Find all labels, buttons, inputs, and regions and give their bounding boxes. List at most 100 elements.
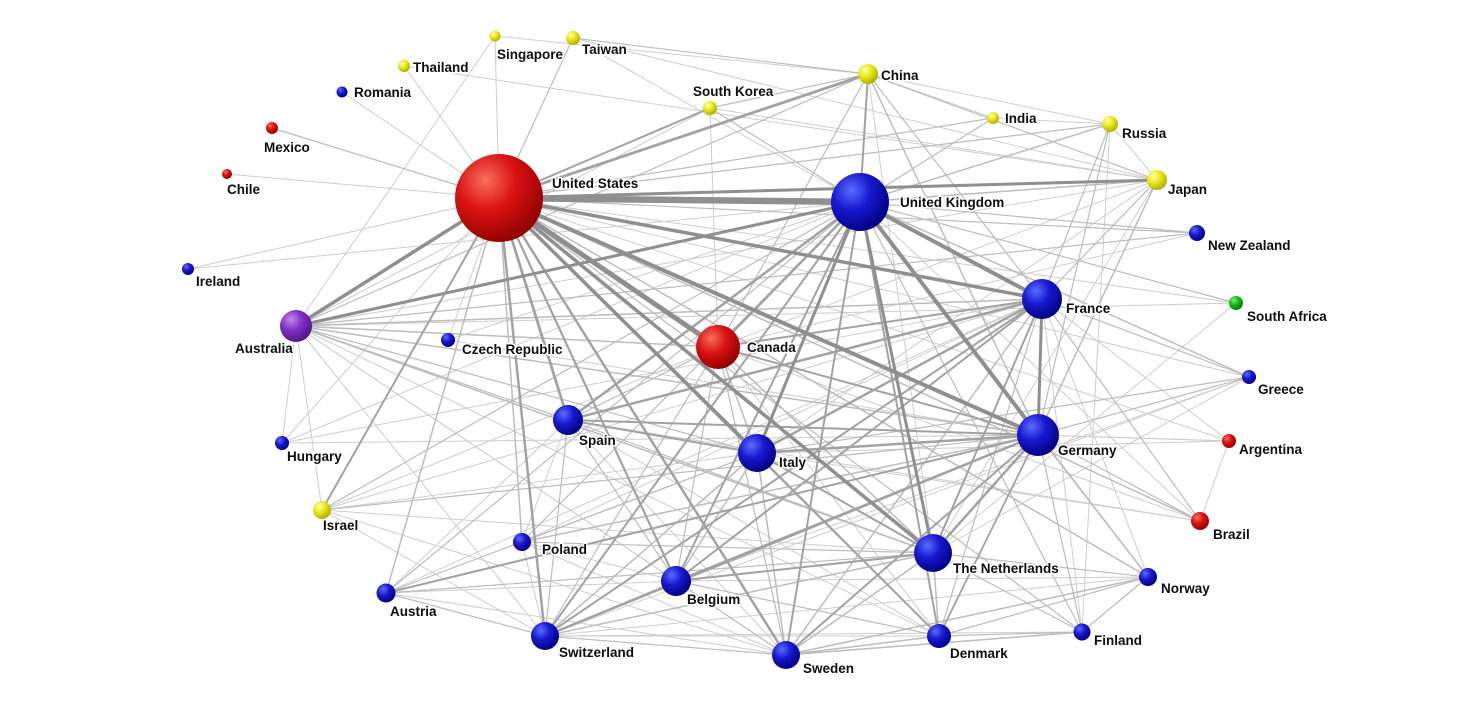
node-south-africa[interactable]: [1229, 296, 1243, 310]
node-taiwan[interactable]: [566, 31, 580, 45]
edge-china-singapore: [494, 35, 869, 75]
edge-united-kingdom-belgium: [675, 201, 861, 582]
edge-united-states-norway: [498, 197, 1149, 578]
edge-netherlands-austria: [385, 552, 934, 594]
node-belgium[interactable]: [661, 566, 691, 596]
edge-germany-canada: [717, 346, 1039, 436]
label-belgium: Belgium: [687, 592, 740, 607]
node-india[interactable]: [987, 112, 999, 124]
edge-germany-denmark: [938, 434, 1039, 637]
node-thailand[interactable]: [398, 60, 410, 72]
edge-sweden-poland: [521, 541, 787, 656]
label-hungary: Hungary: [287, 449, 342, 464]
edge-switzerland-finland: [544, 631, 1083, 637]
label-japan: Japan: [1168, 182, 1207, 197]
edge-spain-austria: [385, 419, 569, 594]
edge-germany-greece: [1037, 376, 1250, 436]
edge-belgium-austria: [385, 580, 677, 594]
node-czech-republic[interactable]: [441, 333, 455, 347]
edge-netherlands-finland: [932, 552, 1083, 633]
node-singapore[interactable]: [489, 30, 501, 42]
node-sweden[interactable]: [772, 641, 800, 669]
edge-canada-china: [717, 73, 869, 348]
node-united-kingdom[interactable]: [831, 173, 889, 231]
node-austria[interactable]: [376, 583, 396, 603]
edge-canada-switzerland: [544, 346, 719, 637]
edge-united-states-china: [498, 72, 869, 200]
label-norway: Norway: [1161, 581, 1210, 596]
edge-australia-new-zealand: [295, 232, 1198, 327]
node-australia[interactable]: [280, 310, 312, 342]
node-argentina[interactable]: [1222, 434, 1236, 448]
edge-united-kingdom-switzerland: [544, 201, 861, 637]
edge-canada-netherlands: [717, 346, 934, 554]
node-poland[interactable]: [513, 533, 531, 551]
edge-united-kingdom-israel: [321, 201, 861, 511]
edge-netherlands-sweden: [785, 552, 934, 656]
edge-italy-israel: [321, 452, 758, 511]
edge-germany-poland: [521, 434, 1039, 543]
node-united-states[interactable]: [455, 154, 543, 242]
edge-united-states-finland: [498, 197, 1083, 633]
edge-canada-brazil: [717, 346, 1201, 522]
node-spain[interactable]: [553, 405, 583, 435]
edge-united-states-belgium: [498, 197, 677, 582]
node-germany[interactable]: [1017, 414, 1059, 456]
label-austria: Austria: [390, 604, 437, 619]
label-italy: Italy: [779, 455, 807, 470]
node-new-zealand[interactable]: [1189, 225, 1205, 241]
node-brazil[interactable]: [1191, 512, 1209, 530]
edge-united-states-japan: [498, 178, 1158, 200]
node-romania[interactable]: [336, 86, 348, 98]
edge-france-argentina: [1041, 298, 1230, 442]
edge-china-south-korea: [709, 73, 869, 109]
edge-france-germany: [1036, 298, 1044, 436]
edge-russia-finland: [1081, 123, 1111, 633]
edge-germany-japan: [1037, 179, 1158, 436]
label-switzerland: Switzerland: [559, 645, 634, 660]
edge-canada-japan: [717, 179, 1158, 348]
node-mexico[interactable]: [266, 122, 278, 134]
node-greece[interactable]: [1242, 370, 1256, 384]
edge-sweden-israel: [321, 509, 787, 656]
node-italy[interactable]: [738, 434, 776, 472]
edge-switzerland-greece: [544, 376, 1250, 637]
node-switzerland[interactable]: [531, 622, 559, 650]
node-russia[interactable]: [1102, 116, 1118, 132]
edge-germany-switzerland: [544, 433, 1039, 638]
node-hungary[interactable]: [275, 436, 289, 450]
node-norway[interactable]: [1139, 568, 1157, 586]
edge-france-russia: [1041, 123, 1111, 300]
label-germany: Germany: [1058, 443, 1117, 458]
node-netherlands[interactable]: [914, 534, 952, 572]
edge-united-states-sweden: [497, 197, 788, 656]
edge-netherlands-china: [867, 73, 934, 554]
node-israel[interactable]: [313, 501, 331, 519]
node-denmark[interactable]: [927, 624, 951, 648]
node-ireland[interactable]: [182, 263, 194, 275]
label-south-africa: South Africa: [1247, 309, 1327, 324]
label-thailand: Thailand: [413, 60, 469, 75]
node-japan[interactable]: [1147, 170, 1167, 190]
edge-netherlands-south-africa: [932, 302, 1237, 554]
node-france[interactable]: [1022, 279, 1062, 319]
label-ireland: Ireland: [196, 274, 240, 289]
edge-united-kingdom-spain: [567, 200, 861, 422]
edge-france-switzerland: [544, 298, 1043, 637]
edge-united-kingdom-brazil: [859, 201, 1201, 522]
edge-canada-south-korea: [709, 107, 719, 348]
edge-spain-brazil: [567, 419, 1201, 522]
edge-germany-israel: [321, 434, 1039, 511]
node-china[interactable]: [858, 64, 878, 84]
label-brazil: Brazil: [1213, 527, 1250, 542]
edge-france-hungary: [281, 298, 1043, 444]
node-south-korea[interactable]: [703, 101, 717, 115]
edge-united-states-canada: [497, 195, 720, 350]
node-chile[interactable]: [222, 169, 232, 179]
edge-germany-finland: [1037, 434, 1083, 633]
edge-france-brazil: [1041, 298, 1201, 522]
node-canada[interactable]: [696, 325, 740, 369]
node-finland[interactable]: [1073, 623, 1091, 641]
